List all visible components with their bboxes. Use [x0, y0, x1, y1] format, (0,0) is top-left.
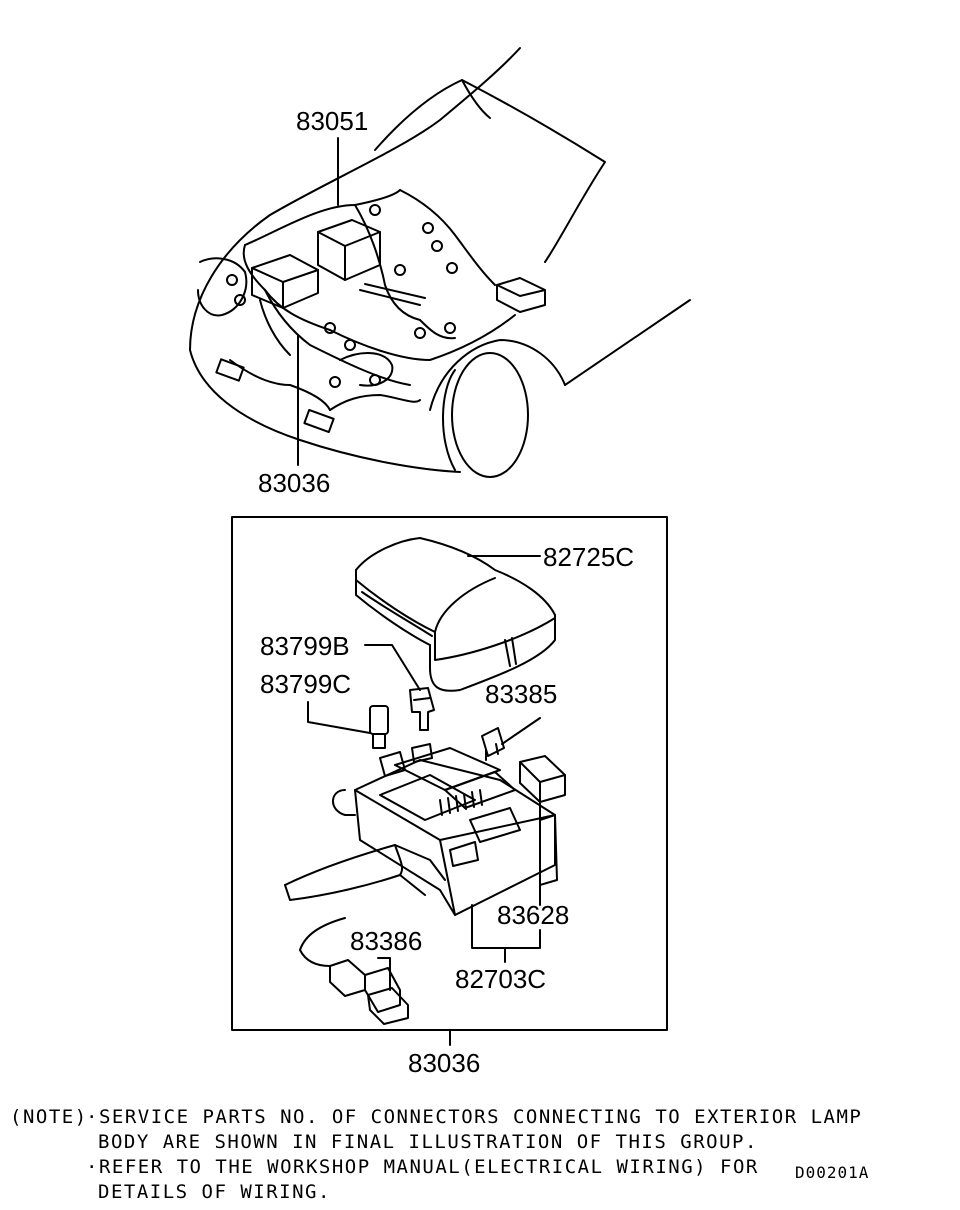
leader-83386 [377, 957, 391, 991]
bracket-82703C [471, 904, 541, 963]
fuse-83799B [409, 687, 435, 731]
fuse-83385 [481, 727, 505, 761]
label-83799B: 83799B [260, 631, 350, 661]
fuse-box-cover [355, 537, 556, 692]
relay-83628 [519, 755, 566, 803]
label-83385: 83385 [485, 679, 557, 709]
leader-83799C [307, 701, 371, 734]
engine-harness-wires [229, 189, 516, 411]
fuse-block-body [332, 743, 558, 916]
label-83628: 83628 [497, 900, 569, 930]
label-82725C: 82725C [543, 542, 634, 572]
label-83799C: 83799C [260, 669, 351, 699]
block-harness [284, 844, 446, 901]
connector-83386 [299, 917, 409, 1025]
label-82703C: 82703C [455, 964, 546, 994]
diagram-code: D00201A [795, 1163, 870, 1182]
note-line-3: ·REFER TO THE WORKSHOP MANUAL(ELECTRICAL… [86, 1156, 759, 1178]
label-83386: 83386 [350, 926, 422, 956]
leader-83799B [364, 644, 421, 691]
label-83036-top: 83036 [258, 468, 330, 498]
note-line-1: ·SERVICE PARTS NO. OF CONNECTORS CONNECT… [86, 1106, 863, 1128]
note-prefix: (NOTE) [10, 1106, 88, 1128]
label-83036-bottom: 83036 [408, 1048, 480, 1078]
fuse-83799C [369, 705, 389, 749]
engine-bay-components [215, 204, 546, 434]
leader-83385 [501, 717, 541, 745]
car-body-outline [189, 47, 691, 478]
fuse-block-frame [231, 516, 668, 1031]
note-line-2: BODY ARE SHOWN IN FINAL ILLUSTRATION OF … [98, 1131, 758, 1153]
note-line-4: DETAILS OF WIRING. [98, 1181, 331, 1203]
label-83051: 83051 [296, 106, 368, 136]
